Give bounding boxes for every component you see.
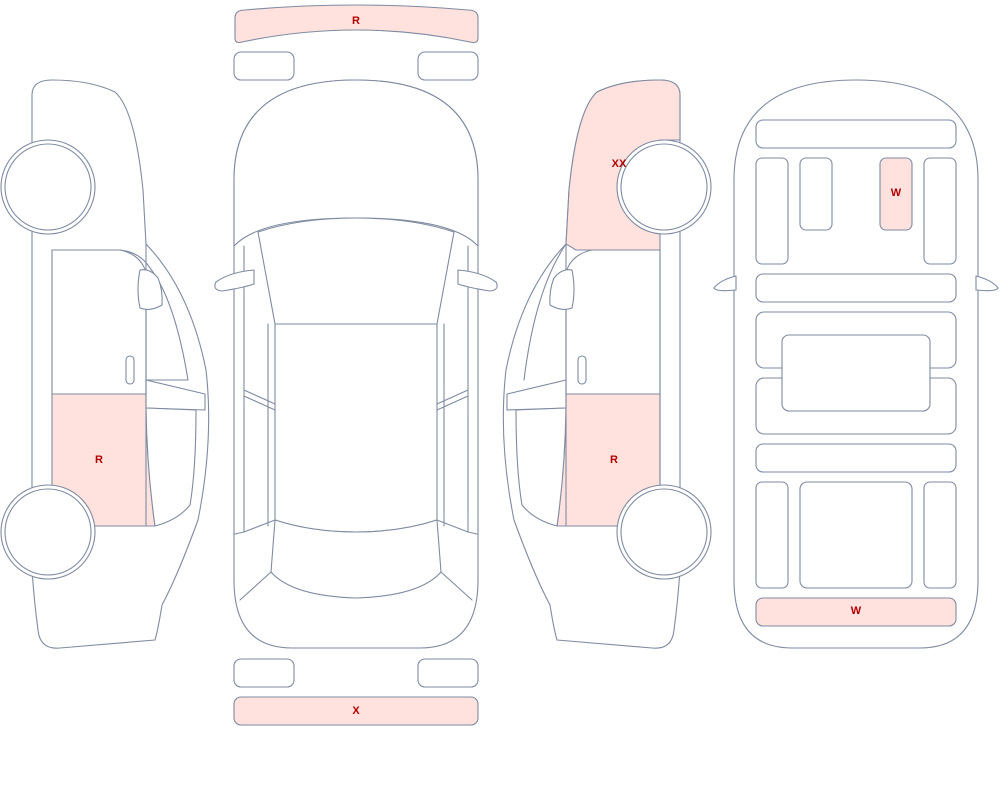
right-rear-wheel[interactable] [616, 484, 712, 580]
trunk-lid[interactable] [239, 571, 473, 601]
top-left-mirror[interactable] [214, 269, 255, 292]
front-bumper-label: R [352, 15, 360, 27]
right-side-view: XX R [502, 79, 712, 649]
front-left-door-trim[interactable] [755, 157, 789, 265]
right-door-handle[interactable] [577, 355, 587, 385]
left-side-view: R [0, 79, 210, 649]
rear-left-taillight[interactable] [233, 658, 295, 688]
rear-left-door-trim[interactable] [755, 481, 789, 589]
front-right-headlight[interactable] [417, 51, 479, 81]
interior-view: W W [713, 79, 999, 649]
right-front-fender-label: XX [612, 158, 627, 170]
driver-seat[interactable] [799, 157, 833, 231]
rear-bench-seat[interactable] [799, 481, 913, 589]
passenger-seat[interactable] [879, 157, 913, 231]
right-mirror[interactable] [549, 269, 575, 311]
rear-seat-back[interactable] [755, 443, 957, 473]
left-front-wheel[interactable] [0, 139, 96, 235]
dashboard[interactable] [755, 119, 957, 149]
roof[interactable] [274, 323, 438, 533]
rear-right-taillight[interactable] [417, 658, 479, 688]
front-left-headlight[interactable] [233, 51, 295, 81]
right-pillars [436, 245, 478, 535]
center-console[interactable] [755, 273, 957, 303]
right-front-wheel[interactable] [616, 139, 712, 235]
left-rear-wheel[interactable] [0, 484, 96, 580]
cargo-area[interactable] [755, 597, 957, 627]
top-right-mirror[interactable] [457, 269, 498, 292]
front-right-door-trim[interactable] [923, 157, 957, 265]
interior-left-mirror[interactable] [713, 275, 737, 292]
top-view: R X [214, 4, 498, 726]
rear-right-door-trim[interactable] [923, 481, 957, 589]
rear-window[interactable] [270, 519, 442, 599]
left-mirror[interactable] [137, 269, 163, 311]
left-door-handle[interactable] [125, 355, 135, 385]
rear-bumper[interactable] [233, 696, 479, 726]
interior-right-mirror[interactable] [975, 275, 999, 292]
right-quarter-panel[interactable] [515, 407, 567, 527]
left-quarter-panel[interactable] [145, 407, 197, 527]
left-pillars [234, 245, 276, 535]
right-rear-door-label: R [610, 454, 618, 466]
passenger-seat-label: W [891, 187, 902, 199]
windshield[interactable] [257, 217, 455, 325]
front-bumper[interactable] [234, 4, 479, 44]
floor-carpet[interactable] [781, 334, 931, 412]
rear-bumper-label: X [352, 705, 360, 717]
cargo-area-label: W [851, 605, 862, 617]
left-rear-door-label: R [95, 454, 103, 466]
